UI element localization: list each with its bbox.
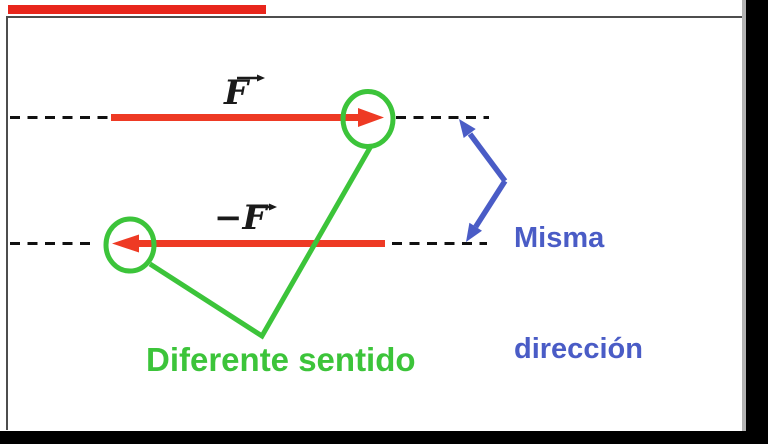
same-direction-line2: dirección [514,333,643,365]
direction-arrow-top-head-icon [459,119,476,138]
neg-force-vector-arrowhead-icon [112,234,139,253]
direction-arrow-bottom-arm [473,179,508,229]
sense-connector-lines [148,144,374,340]
different-sense-label: Diferente sentido [146,341,416,378]
progress-bar[interactable] [8,5,266,14]
neg-force-label: −F [214,198,267,238]
force-label: F [224,73,249,113]
same-direction-line1: Misma [514,222,605,254]
letterbox-right [746,0,768,431]
slide-border-right [742,0,746,431]
direction-arrow-bottom-head-icon [466,222,482,242]
slide-border-top [6,16,743,18]
same-direction-label: Misma dirección [514,146,643,442]
vector-accent-bottom-icon [269,203,277,211]
force-vector-arrowhead-icon [358,108,384,127]
vector-accent-top-icon [257,74,265,82]
letterbox-bottom [0,431,768,444]
direction-arrow-top-arm [467,132,508,183]
slide-border-left [6,16,8,430]
highlight-circle-bottom [103,216,157,274]
